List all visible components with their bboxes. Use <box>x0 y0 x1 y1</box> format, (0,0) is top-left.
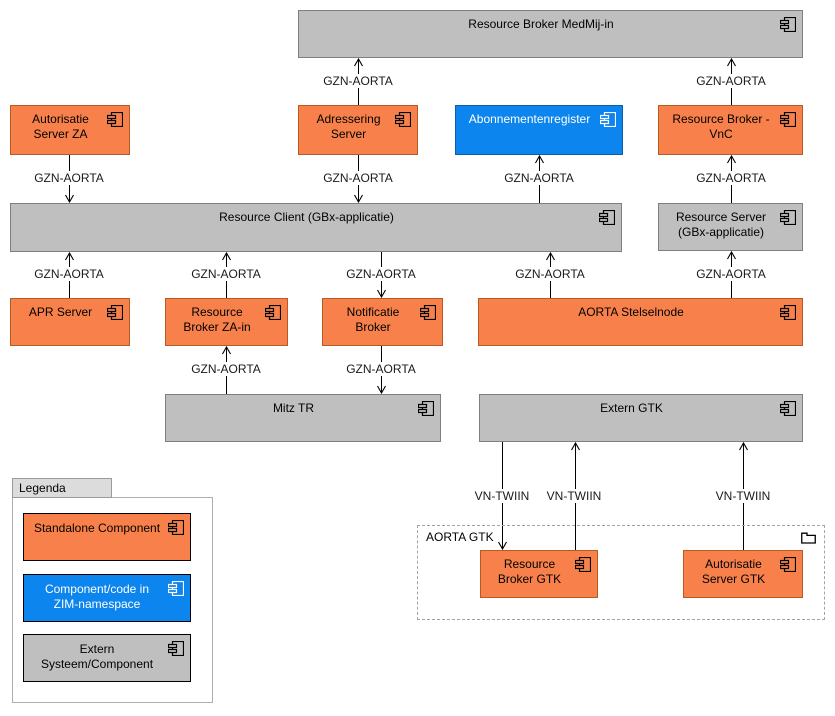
folder-icon <box>801 531 816 544</box>
component-icon <box>598 209 616 226</box>
connector-label: GZN-AORTA <box>32 267 106 281</box>
node-label: Resource Broker GTK <box>497 557 562 586</box>
node-adressering-server[interactable]: Adressering Server <box>298 105 418 155</box>
connector-label: GZN-AORTA <box>694 267 768 281</box>
component-icon <box>779 111 797 128</box>
connector-label: GZN-AORTA <box>513 267 587 281</box>
node-resource-broker-gtk[interactable]: Resource Broker GTK <box>480 550 598 598</box>
connector-label: GZN-AORTA <box>32 171 106 185</box>
node-label: Mitz TR <box>272 401 315 415</box>
node-resource-broker-vnc[interactable]: Resource Broker - VnC <box>658 105 803 155</box>
connector-label: GZN-AORTA <box>321 171 395 185</box>
connector-label: VN-TWIIN <box>713 489 773 503</box>
legend-tab: Legenda <box>12 478 112 498</box>
legend-item-label: Component/code in ZIM-namespace <box>44 582 150 611</box>
component-icon <box>574 556 592 573</box>
component-icon <box>779 209 797 226</box>
node-label: Notificatie Broker <box>346 305 400 334</box>
connector-label: GZN-AORTA <box>502 171 576 185</box>
node-resource-broker-medmij-in[interactable]: Resource Broker MedMij-in <box>298 10 803 58</box>
node-label: Adressering Server <box>316 112 381 141</box>
component-icon <box>419 304 437 321</box>
component-icon <box>394 111 412 128</box>
legend-title: Legenda <box>19 481 66 495</box>
component-icon <box>167 580 185 597</box>
legend-item-label: Standalone Component <box>33 521 161 535</box>
component-icon <box>167 519 185 536</box>
component-icon <box>779 304 797 321</box>
component-icon <box>779 556 797 573</box>
connector-label: VN-TWIIN <box>544 489 604 503</box>
node-autorisatie-server-gtk[interactable]: Autorisatie Server GTK <box>683 550 803 598</box>
legend-body: Standalone Component Component/code in Z… <box>12 497 213 703</box>
legend-item-zim-namespace-component: Component/code in ZIM-namespace <box>23 574 191 622</box>
node-apr-server[interactable]: APR Server <box>10 298 130 346</box>
node-label: Abonnementenregister <box>468 112 591 126</box>
legend-item-label: Extern Systeem/Component <box>40 642 154 671</box>
legend-item-standalone-component: Standalone Component <box>23 513 191 561</box>
node-label: APR Server <box>28 305 93 319</box>
node-abonnementenregister[interactable]: Abonnementenregister <box>455 105 623 155</box>
node-extern-gtk[interactable]: Extern GTK <box>479 394 803 442</box>
node-resource-client[interactable]: Resource Client (GBx-applicatie) <box>10 203 622 252</box>
node-label: Resource Client (GBx-applicatie) <box>219 210 394 224</box>
component-icon <box>779 16 797 33</box>
group-label: AORTA GTK <box>426 530 494 544</box>
component-icon <box>599 111 617 128</box>
node-label: Resource Broker ZA-in <box>183 305 251 334</box>
node-label: Autorisatie Server ZA <box>32 112 89 141</box>
connector-label: GZN-AORTA <box>321 74 395 88</box>
connector-label: GZN-AORTA <box>189 267 263 281</box>
legend-item-extern-component: Extern Systeem/Component <box>23 634 191 682</box>
node-aorta-stelselnode[interactable]: AORTA Stelselnode <box>478 298 803 346</box>
node-label: Extern GTK <box>600 401 663 415</box>
node-resource-broker-za-in[interactable]: Resource Broker ZA-in <box>165 298 288 346</box>
component-icon <box>264 304 282 321</box>
node-resource-server[interactable]: Resource Server (GBx-applicatie) <box>658 203 803 251</box>
connector-label: GZN-AORTA <box>694 74 768 88</box>
connector-label: GZN-AORTA <box>189 362 263 376</box>
node-label: Autorisatie Server GTK <box>701 557 766 586</box>
component-icon <box>779 400 797 417</box>
connector-label: GZN-AORTA <box>344 267 418 281</box>
node-label: Resource Server (GBx-applicatie) <box>675 210 767 239</box>
component-icon <box>417 400 435 417</box>
connector-label: GZN-AORTA <box>344 362 418 376</box>
node-label: AORTA Stelselnode <box>578 305 684 319</box>
component-icon <box>106 304 124 321</box>
node-label: Resource Broker - VnC <box>672 112 770 141</box>
group-aorta-gtk[interactable]: AORTA GTK <box>417 525 825 620</box>
connector-label: GZN-AORTA <box>694 171 768 185</box>
node-autorisatie-server-za[interactable]: Autorisatie Server ZA <box>10 105 130 155</box>
component-icon <box>106 111 124 128</box>
node-notificatie-broker[interactable]: Notificatie Broker <box>322 298 443 346</box>
node-label: Resource Broker MedMij-in <box>468 17 614 31</box>
connector-label: VN-TWIIN <box>472 489 532 503</box>
component-icon <box>167 640 185 657</box>
node-mitz-tr[interactable]: Mitz TR <box>165 394 441 442</box>
legend: Legenda Standalone Component Component/c… <box>12 478 213 703</box>
